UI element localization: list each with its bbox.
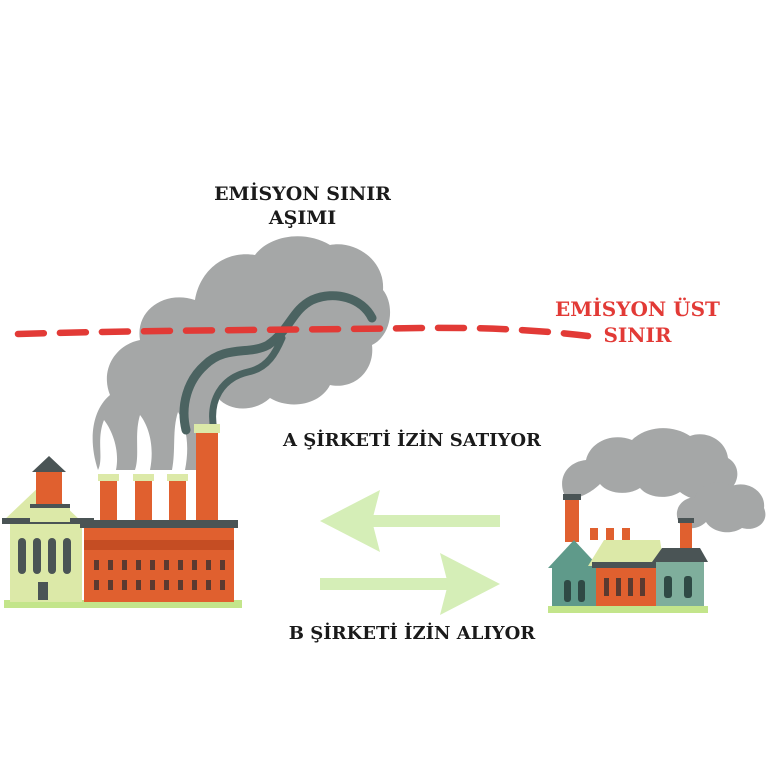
small-factory [548,494,708,613]
emission-limit-line2: SINIR [603,323,672,347]
emission-exceed-line2: AŞIMI [268,206,337,229]
emission-limit-line1: EMİSYON ÜST [555,297,720,321]
arrow-right [320,553,500,615]
company-b-buys-label: B ŞİRKETİ İZİN ALIYOR [288,623,536,644]
large-factory-smoke [92,236,391,470]
arrow-left [320,490,500,552]
company-a-sells-label: A ŞİRKETİ İZİN SATIYOR [282,430,542,451]
emission-exceed-line1: EMİSYON SINIR [214,183,391,205]
emission-exceed-label: EMİSYON SINIR AŞIMI [190,183,415,231]
emission-limit-label: EMİSYON ÜST SINIR [555,296,720,348]
emission-limit-line [14,324,592,340]
large-factory [2,424,242,608]
small-factory-smoke [562,428,766,533]
